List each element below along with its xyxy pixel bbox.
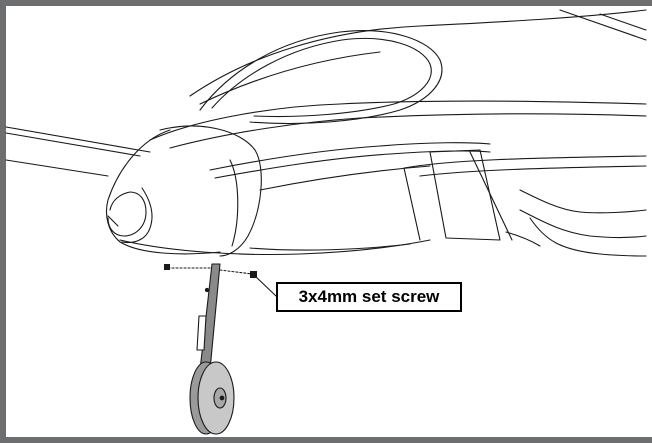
nose-wheel [189, 361, 235, 435]
set-screw-callout: 3x4mm set screw [276, 282, 462, 312]
left-wing [5, 126, 151, 177]
canopy [199, 9, 647, 125]
screw-guide [167, 267, 277, 297]
screw-icon [164, 264, 170, 270]
nose-cone [105, 125, 262, 257]
nose-gear-strut [196, 263, 221, 371]
fuselage [119, 9, 647, 257]
screw-icon-right [250, 271, 257, 278]
